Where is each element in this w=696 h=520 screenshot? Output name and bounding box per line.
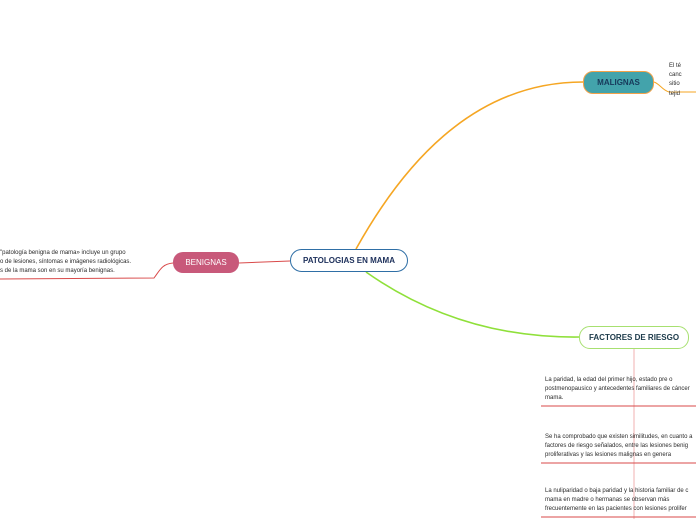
malignas-label: MALIGNAS: [597, 78, 640, 87]
central-node[interactable]: PATOLOGIAS EN MAMA: [290, 249, 408, 272]
central-label: PATOLOGIAS EN MAMA: [303, 256, 395, 265]
factores-node[interactable]: FACTORES DE RIESGO: [579, 326, 689, 349]
benignas-label: BENIGNAS: [185, 258, 227, 267]
link-benignas-text: [0, 262, 174, 280]
link-central-factores: [365, 271, 580, 338]
benignas-description: "patología benigna de mama» incluye un g…: [0, 250, 132, 275]
link-central-malignas: [355, 81, 584, 250]
link-malignas-text: [653, 81, 696, 93]
benignas-node[interactable]: BENIGNAS: [173, 252, 239, 273]
factores-item-2: Se ha comprobado que existen similitudes…: [545, 434, 693, 459]
factores-item-3: La nuliparidad o baja paridad y la histo…: [545, 488, 689, 513]
malignas-node[interactable]: MALIGNAS: [583, 71, 654, 94]
link-central-benignas: [238, 260, 291, 264]
factores-label: FACTORES DE RIESGO: [588, 333, 680, 342]
factores-item-1: La paridad, la edad del primer hijo, est…: [545, 377, 690, 402]
malignas-description: El té canc sitio tejid: [669, 63, 682, 97]
